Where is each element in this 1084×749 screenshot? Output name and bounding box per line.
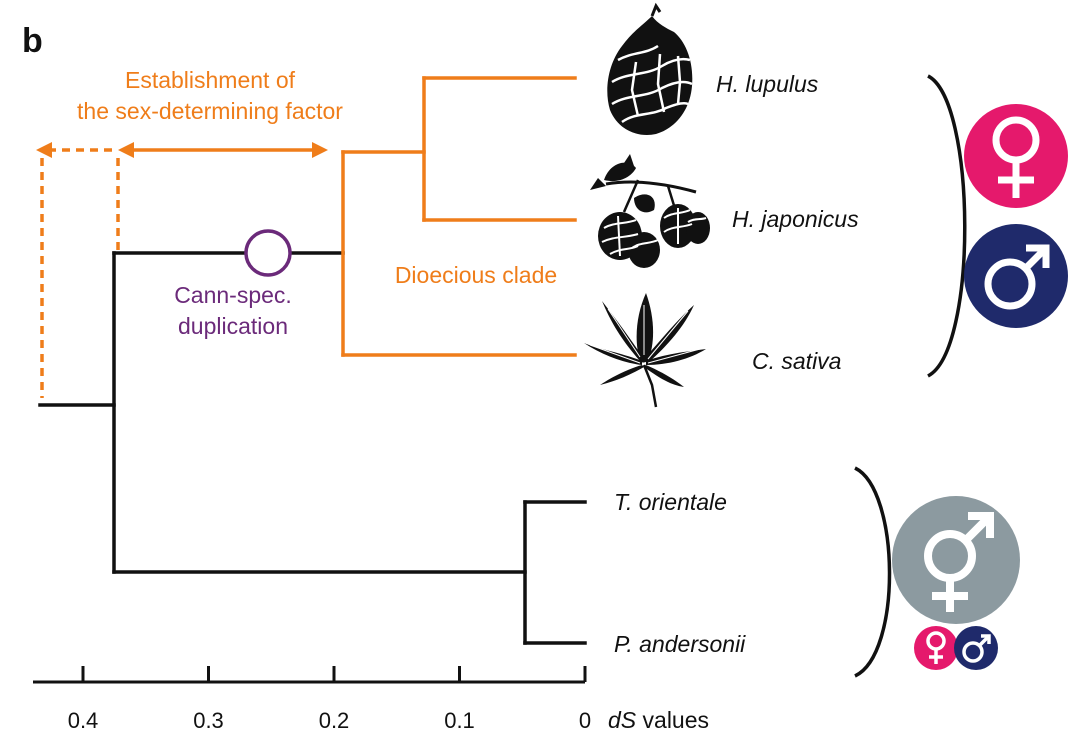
axis-label-italic: dS	[608, 707, 637, 733]
axis-tick-label-0-1: 0.1	[444, 708, 475, 733]
cannabis-leaf-icon	[584, 293, 706, 408]
tree-branches-dioecious	[341, 76, 577, 357]
establishment-mid-arrowhead	[118, 142, 134, 158]
establishment-label-line1: Establishment of	[125, 67, 296, 93]
dioecious-bracket	[927, 74, 967, 378]
establishment-left-arrowhead	[36, 142, 52, 158]
duplication-marker	[244, 229, 292, 277]
small-male-symbol-icon	[954, 626, 998, 670]
establishment-right-arrowhead	[312, 142, 328, 158]
species-label-t-orientale: T. orientale	[614, 489, 727, 515]
female-symbol-icon	[964, 104, 1068, 208]
dioecious-clade-label: Dioecious clade	[395, 262, 557, 288]
species-label-c-sativa: C. sativa	[752, 348, 841, 374]
hermaphrodite-symbol-icon	[892, 496, 1020, 624]
axis-label: dS values	[608, 707, 709, 733]
duplication-label-line1: Cann-spec.	[174, 282, 292, 308]
ds-axis: 0.4 0.3 0.2 0.1 0	[33, 666, 591, 733]
axis-tick-label-0: 0	[579, 708, 591, 733]
establishment-label-line2: the sex-determining factor	[77, 98, 343, 124]
tree-branches-black	[38, 251, 587, 645]
panel-label: b	[22, 22, 43, 60]
hop-cone-icon	[607, 2, 693, 135]
duplication-label-line2: duplication	[178, 313, 288, 339]
species-label-h-japonicus: H. japonicus	[732, 206, 859, 232]
axis-tick-label-0-3: 0.3	[193, 708, 224, 733]
male-symbol-icon	[964, 224, 1068, 328]
axis-tick-label-0-4: 0.4	[68, 708, 99, 733]
species-label-h-lupulus: H. lupulus	[716, 71, 819, 97]
small-female-symbol-icon	[914, 626, 958, 670]
outgroup-bracket	[854, 466, 892, 678]
axis-label-rest: values	[636, 707, 709, 733]
establishment-arrows	[36, 142, 328, 398]
axis-tick-label-0-2: 0.2	[319, 708, 350, 733]
species-label-p-andersonii: P. andersonii	[614, 631, 746, 657]
hop-branch-icon	[590, 154, 710, 268]
